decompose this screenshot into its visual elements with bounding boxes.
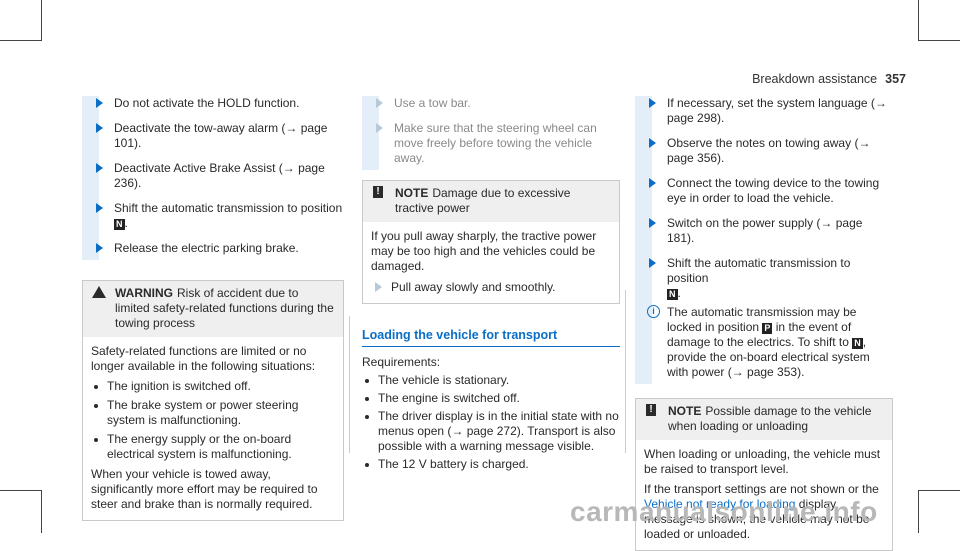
note-label: NOTE [395, 186, 429, 200]
list-item: The brake system or power steering syste… [91, 398, 335, 428]
crop-mark [0, 490, 42, 491]
list-item: The energy supply or the on-board electr… [91, 432, 335, 462]
note-body: When loading or unloading, the vehicle m… [636, 440, 892, 550]
warning-body: Safety-related functions are limited or … [83, 337, 343, 520]
info-item: i The automatic transmission may be lock… [635, 305, 893, 384]
warning-label: WARNING [115, 286, 173, 300]
arrow-icon [649, 98, 656, 108]
section-heading: Loading the vehicle for transport [362, 328, 620, 347]
step-item: Shift the automatic transmission to posi… [635, 256, 893, 301]
arrow-icon [96, 203, 103, 213]
neutral-symbol-icon: N [667, 289, 678, 300]
requirements: Requirements: The vehicle is stationary.… [362, 355, 620, 472]
step-list: Do not activate the HOLD function. Deact… [82, 96, 344, 260]
crop-mark [0, 40, 42, 41]
page-header: Breakdown assistance 357 [752, 72, 906, 86]
step-item: Connect the towing device to the towing … [635, 176, 893, 206]
arrow-icon [96, 98, 103, 108]
step-item: Make sure that the steering wheel can mo… [362, 121, 620, 170]
column-right: If necessary, set the system language (→… [635, 96, 893, 551]
step-item: Do not activate the HOLD function. [82, 96, 344, 111]
column-left: Do not activate the HOLD function. Deact… [82, 96, 344, 521]
note-body: If you pull away sharply, the tractive p… [363, 222, 619, 303]
warning-triangle-icon [92, 286, 106, 298]
step-item: Shift the automatic transmission to posi… [82, 201, 344, 231]
warning-intro: Safety-related functions are limited or … [91, 344, 316, 373]
arrow-icon [649, 178, 656, 188]
note-icon: ! [646, 404, 656, 416]
arrow-icon [376, 98, 383, 108]
crop-mark [918, 40, 960, 41]
step-item: Observe the notes on towing away (→ page… [635, 136, 893, 166]
list-item: The engine is switched off. [362, 391, 620, 406]
crop-mark [41, 0, 42, 41]
column-divider [625, 290, 626, 453]
list-item: The vehicle is stationary. [362, 373, 620, 388]
step-item: Switch on the power supply (→ page 181). [635, 216, 893, 246]
park-symbol-icon: P [762, 323, 773, 334]
step-item: If necessary, set the system language (→… [635, 96, 893, 126]
note-text: If the transport settings are not shown … [644, 482, 879, 541]
arrow-icon [375, 282, 382, 292]
arrow-icon [649, 138, 656, 148]
warning-title: Risk of accident due to limited safety-r… [115, 286, 334, 330]
list-item: The ignition is switched off. [91, 379, 335, 394]
step-item: Deactivate Active Brake Assist (→ page 2… [82, 161, 344, 191]
display-message-link: Vehicle not ready for loading [644, 497, 796, 511]
crop-mark [918, 0, 919, 41]
page-number: 357 [885, 72, 906, 86]
neutral-symbol-icon: N [114, 219, 125, 230]
note-step: Pull away slowly and smoothly. [371, 280, 611, 295]
arrow-icon [649, 218, 656, 228]
arrow-icon [649, 258, 656, 268]
note-text: If you pull away sharply, the tractive p… [371, 229, 597, 273]
column-divider [349, 316, 350, 453]
column-middle: Use a tow bar. Make sure that the steeri… [362, 96, 620, 475]
arrow-icon [96, 123, 103, 133]
warning-outro: When your vehicle is towed away, signifi… [91, 467, 318, 511]
step-list: Use a tow bar. Make sure that the steeri… [362, 96, 620, 170]
step-item: Release the electric parking brake. [82, 241, 344, 260]
crop-mark [41, 490, 42, 533]
list-item: The driver display is in the initial sta… [362, 409, 620, 454]
list-item: The 12 V battery is charged. [362, 457, 620, 472]
note-title: Possible damage to the vehicle when load… [668, 404, 872, 433]
watermark: carmanualsonline.info [570, 496, 878, 527]
arrow-icon [96, 243, 103, 253]
step-item: Use a tow bar. [362, 96, 620, 111]
crop-mark [918, 490, 919, 533]
crop-mark [918, 490, 960, 491]
note-icon: ! [373, 186, 383, 198]
info-icon: i [647, 305, 660, 318]
loading-section: Loading the vehicle for transport Requir… [362, 328, 620, 472]
arrow-icon [376, 123, 383, 133]
step-item: Deactivate the tow-away alarm (→ page 10… [82, 121, 344, 151]
step-list: If necessary, set the system language (→… [635, 96, 893, 384]
requirements-label: Requirements: [362, 355, 441, 369]
arrow-icon [96, 163, 103, 173]
section-title: Breakdown assistance [752, 72, 878, 86]
note-text: When loading or unloading, the vehicle m… [644, 447, 881, 476]
note-label: NOTE [668, 404, 702, 418]
neutral-symbol-icon: N [852, 338, 863, 349]
note-title: Damage due to excessive tractive power [395, 186, 571, 215]
